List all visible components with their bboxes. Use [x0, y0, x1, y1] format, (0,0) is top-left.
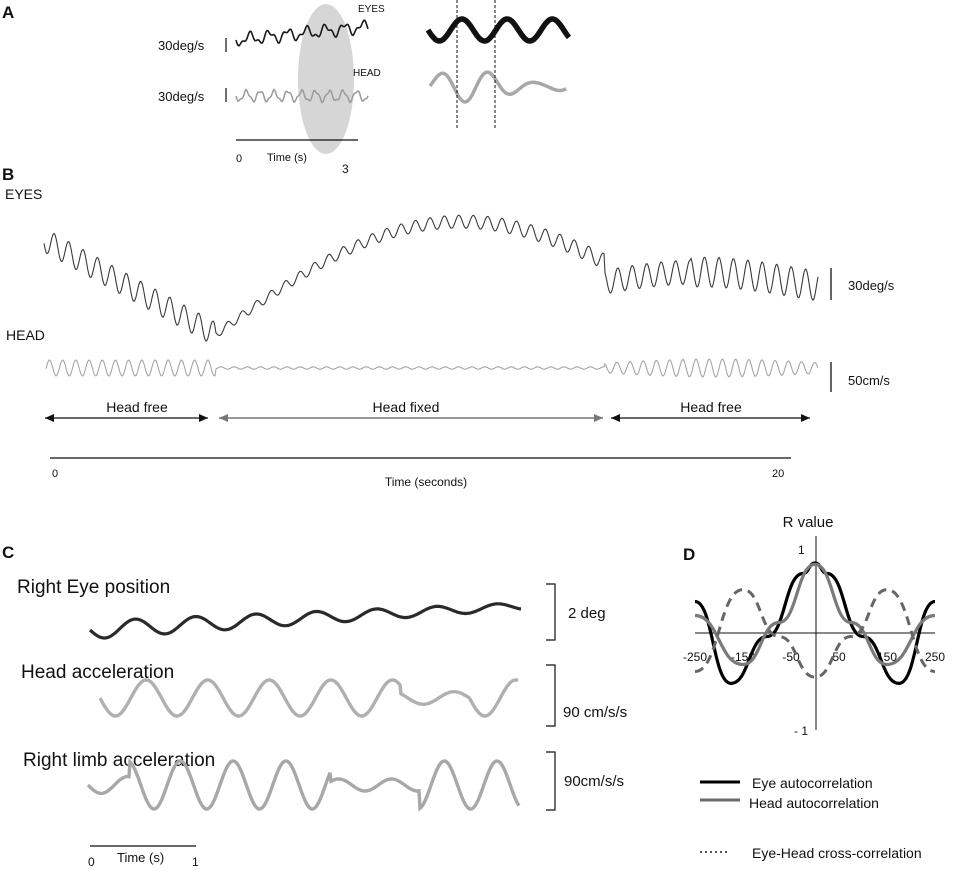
panel-c-eye-scale: 2 deg [568, 605, 606, 622]
panel-b-segment-head-fixed: Head fixed [373, 399, 440, 415]
panel-c-trace-label-head: Head acceleration [21, 662, 174, 683]
panel-a-eye-label: EYES [358, 4, 385, 15]
panel-c-letter: C [2, 543, 14, 562]
panel-b: B EYES HEAD 30deg/s 50cm/s Head free Hea… [2, 165, 895, 489]
panel-d-ytick-top: 1 [798, 543, 805, 557]
panel-b-eye-scale: 30deg/s [848, 278, 895, 293]
panel-a-time-end: 3 [342, 162, 349, 176]
panel-a-time-label: Time (s) [267, 152, 307, 164]
series-head-autocorrelation [694, 562, 936, 667]
panel-a-letter: A [2, 3, 14, 22]
panel-c-head-scalebar [546, 664, 556, 727]
panel-b-head-label: HEAD [6, 327, 45, 343]
panel-a-zoom-head-trace [428, 70, 567, 104]
panel-c: C Right Eye position Head acceleration R… [2, 543, 627, 869]
panel-a-eye-scale: 30deg/s [158, 38, 205, 53]
panel-a-eye-trace [235, 19, 369, 47]
panel-c-trace-label-eye: Right Eye position [17, 577, 170, 598]
panel-c-head-scale: 90 cm/s/s [563, 704, 627, 721]
panel-c-time-start: 0 [88, 855, 95, 869]
panel-c-eye-scalebar [546, 583, 556, 641]
panel-a-head-trace [235, 88, 369, 104]
panel-a-head-label: HEAD [353, 68, 381, 79]
panel-c-trace-label-limb: Right limb acceleration [23, 750, 215, 771]
panel-b-segment-head-free-1: Head free [106, 399, 168, 415]
panel-b-head-scale: 50cm/s [848, 373, 890, 388]
panel-c-limb-scale: 90cm/s/s [564, 773, 624, 790]
legend-label-cross: Eye-Head cross-correlation [752, 845, 922, 861]
panel-b-segment-head-free-2: Head free [680, 399, 742, 415]
panel-b-eye-label: EYES [5, 186, 42, 202]
series-eye-autocorrelation [694, 561, 936, 686]
legend-label-head: Head autocorrelation [749, 795, 879, 811]
panel-c-time-end: 1 [192, 855, 199, 869]
panel-d-x-tick-label: -250 [683, 650, 707, 664]
panel-b-eye-trace [43, 214, 819, 342]
panel-b-letter: B [2, 165, 14, 184]
panel-d-x-tick-label: 250 [925, 650, 945, 664]
panel-d-ytick-bottom: - 1 [794, 724, 808, 738]
legend-label-eye: Eye autocorrelation [752, 775, 873, 791]
panel-b-time-end: 20 [772, 468, 784, 480]
panel-b-head-trace [45, 358, 819, 378]
panel-b-time-label: Time (seconds) [385, 475, 467, 489]
panel-c-time-label: Time (s) [117, 850, 164, 865]
panel-d-x-tick-label: 50 [832, 650, 846, 664]
panel-d-x-tick-label: -50 [782, 650, 800, 664]
series-eye-head-cross-correlation [694, 588, 936, 679]
panel-a-head-scale: 30deg/s [158, 89, 205, 104]
panel-a-zoom-eye-trace [425, 16, 572, 44]
panel-d-series-group [694, 561, 936, 686]
panel-c-head-trace [98, 678, 519, 718]
panel-a-time-start: 0 [236, 153, 242, 165]
panel-d-ylabel: R value [783, 514, 834, 531]
panel-b-time-start: 0 [52, 468, 58, 480]
panel-c-limb-trace [86, 758, 521, 812]
highlight-ellipse [298, 4, 354, 154]
panel-c-limb-scalebar [546, 751, 556, 811]
panel-c-eye-trace [88, 602, 522, 640]
panel-d-letter: D [683, 545, 695, 564]
panel-a: A 30deg/s 30deg/s EYES HEAD 0 Time (s) 3 [2, 0, 572, 176]
